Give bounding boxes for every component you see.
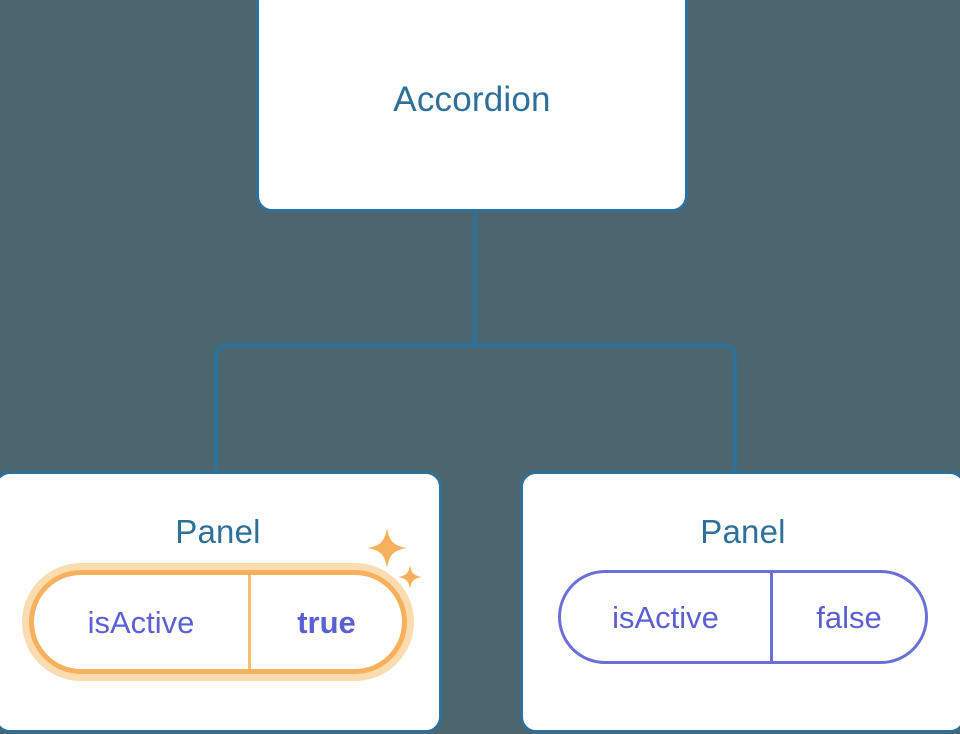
prop-pill-wrapper-inactive: isActive false <box>558 570 928 664</box>
prop-key-label: isActive <box>34 575 251 669</box>
prop-pill-isactive-false[interactable]: isActive false <box>558 570 928 664</box>
node-accordion-title: Accordion <box>393 79 551 119</box>
prop-pill-isactive-true[interactable]: isActive true <box>29 570 407 674</box>
sparkle-large-icon <box>367 528 407 568</box>
prop-value-label: false <box>816 599 882 635</box>
prop-pill-wrapper-active: isActive true <box>29 528 422 674</box>
prop-value-label: true <box>297 604 356 640</box>
connector-branch-bar <box>214 343 737 474</box>
node-panel-active[interactable]: Panel isActive true <box>0 471 442 733</box>
node-panel-active-title: Panel <box>175 513 261 550</box>
node-panel-inactive[interactable]: Panel isActive false <box>520 471 960 733</box>
prop-key-label: isActive <box>561 573 773 661</box>
node-panel-inactive-title: Panel <box>700 513 786 550</box>
node-accordion[interactable]: Accordion <box>256 0 688 212</box>
